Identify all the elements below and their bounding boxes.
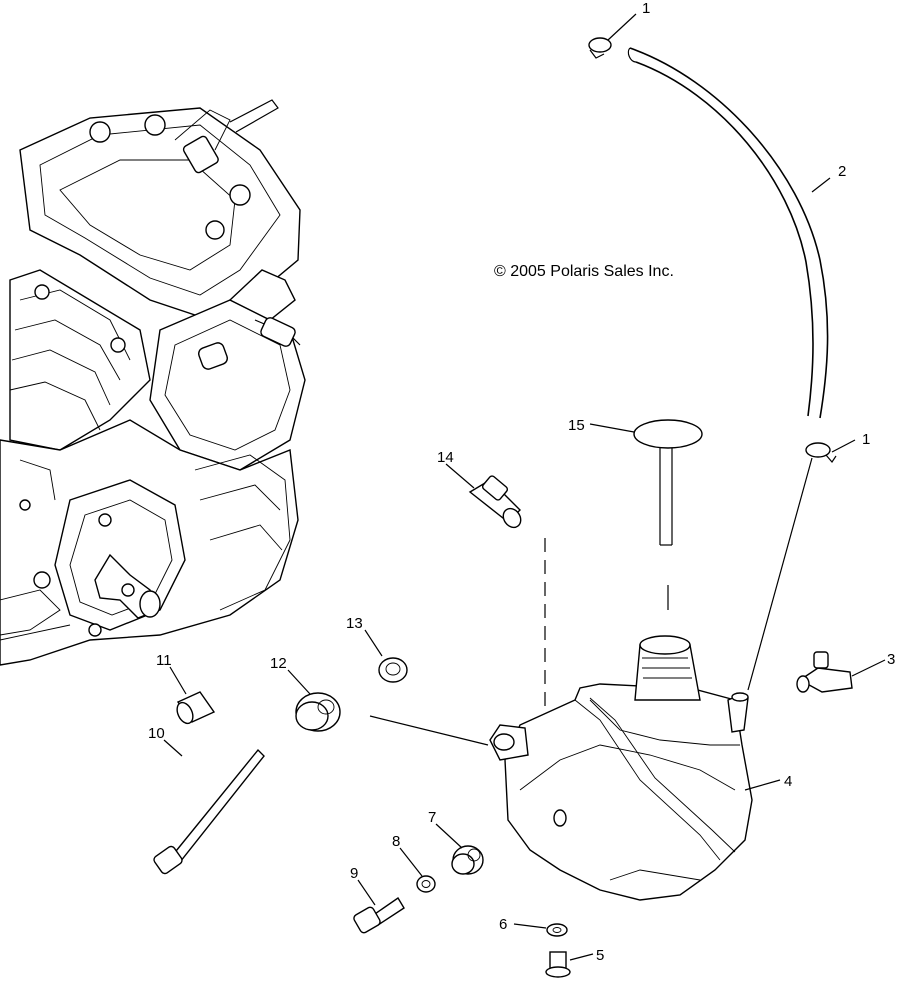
copyright-notice: © 2005 Polaris Sales Inc. — [494, 263, 674, 280]
grommet-13 — [378, 657, 408, 683]
hose-fitting-3 — [796, 651, 853, 693]
hose-fitting-14 — [468, 475, 522, 529]
callout-13: 13 — [346, 615, 363, 632]
callout-1-upper: 1 — [642, 0, 650, 17]
bolt-9 — [353, 896, 405, 934]
callout-leaders — [163, 13, 886, 961]
callout-3: 3 — [887, 651, 895, 668]
callout-9: 9 — [350, 865, 358, 882]
callout-4: 4 — [784, 773, 792, 790]
hose-clamp-lower — [805, 442, 837, 463]
hose-clamp-upper — [588, 37, 612, 59]
callout-14: 14 — [437, 449, 454, 466]
callout-12: 12 — [270, 655, 287, 672]
overflow-hose — [627, 47, 829, 419]
callout-15: 15 — [568, 417, 585, 434]
leader-line-hose-to-tank — [747, 457, 813, 691]
washer-8 — [416, 875, 436, 893]
callout-11: 11 — [156, 652, 172, 669]
washer-6 — [546, 923, 568, 937]
grommet-12 — [295, 692, 341, 732]
callout-1-lower: 1 — [862, 431, 870, 448]
spacer-11 — [176, 691, 216, 725]
bolt-5 — [545, 951, 571, 978]
leader-line-ear — [369, 715, 489, 746]
bolt-10 — [153, 748, 265, 875]
engine-assembly — [0, 99, 306, 666]
grommet-7 — [451, 845, 484, 875]
reservoir-cap — [633, 419, 703, 546]
callout-10: 10 — [148, 725, 165, 742]
callout-8: 8 — [392, 833, 400, 850]
callout-6: 6 — [499, 916, 507, 933]
callout-7: 7 — [428, 809, 436, 826]
coolant-reservoir-tank — [489, 635, 753, 901]
callout-5: 5 — [596, 947, 604, 964]
callout-2: 2 — [838, 163, 846, 180]
